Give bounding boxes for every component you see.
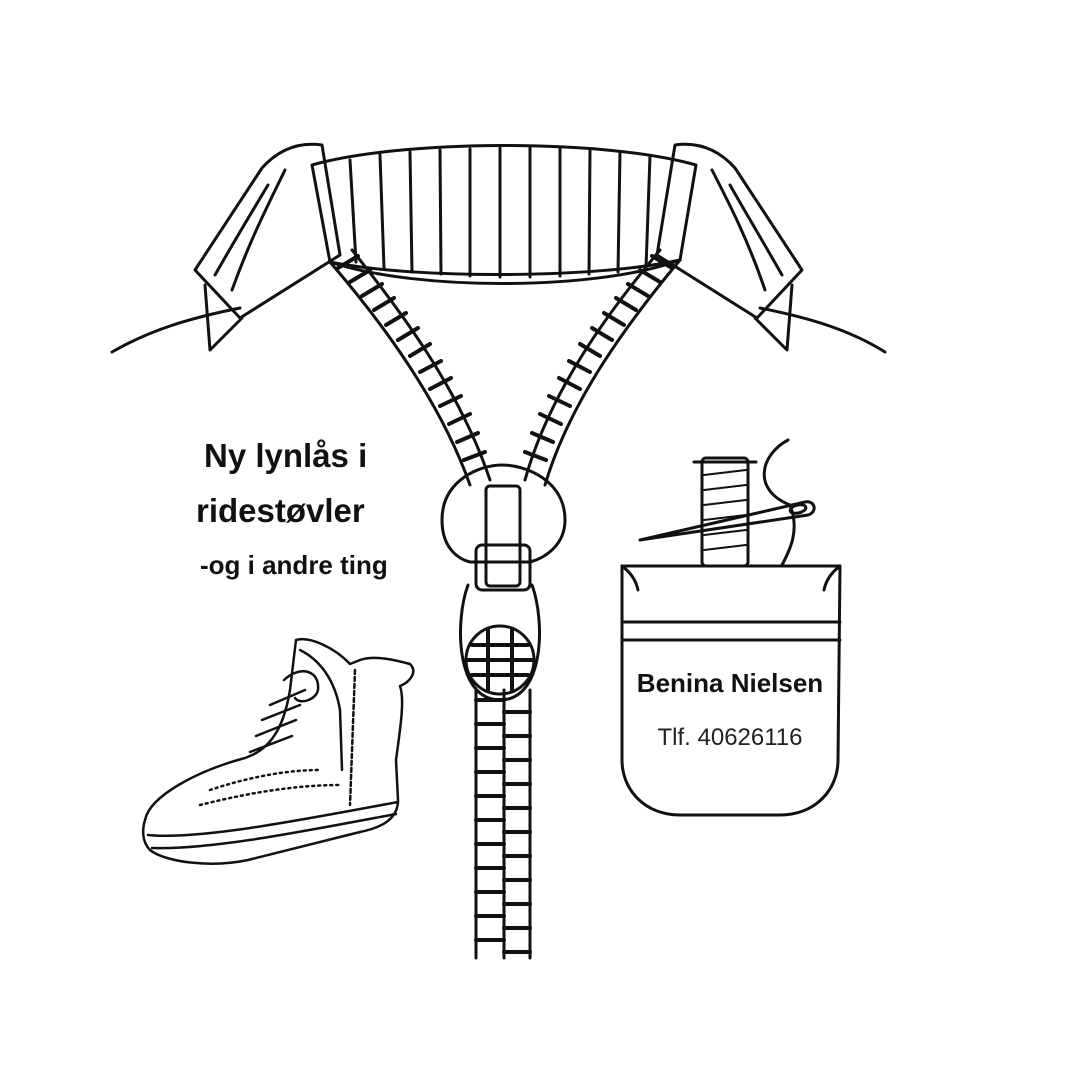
thread-spool [692,438,796,568]
jacket-outline [110,306,887,354]
jacket-collar [193,142,804,352]
headline: Ny lynlås i ridestøvler [196,428,456,538]
subline: -og i andre ting [200,550,388,580]
pocket [620,564,842,817]
headline-line-1: Ny lynlås i [204,437,368,474]
contact-name: Benina Nielsen [636,668,824,698]
headline-line-2: ridestøvler [196,492,365,529]
zipper [328,248,682,960]
boot [141,637,415,865]
needle [638,500,816,542]
zipper-pull [440,463,567,702]
contact-phone: Tlf. 40626116 [657,724,803,751]
